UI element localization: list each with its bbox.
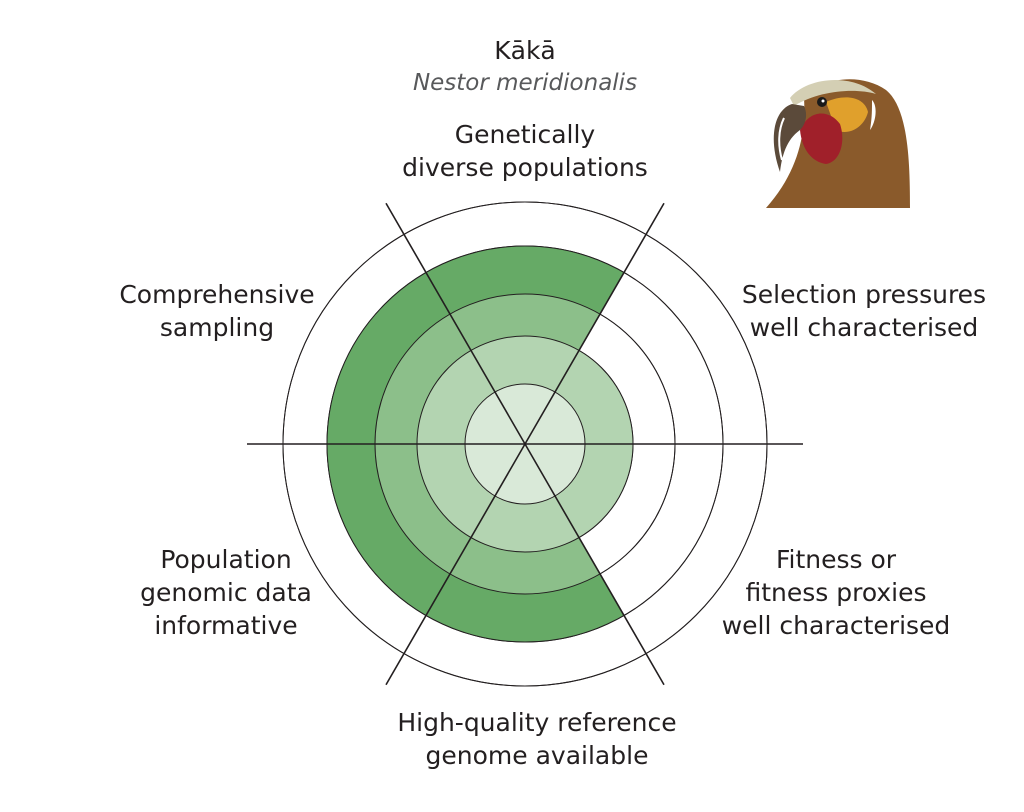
- axis-label-line: Comprehensive: [119, 280, 315, 309]
- axis-label-line: genome available: [425, 741, 649, 770]
- axis-label-line: High-quality reference: [397, 708, 677, 737]
- axis-label-line: well characterised: [721, 611, 951, 640]
- kaka-parrot-head-icon: [766, 79, 910, 208]
- axis-label-population-genomic-data: Population genomic data informative: [140, 543, 312, 642]
- bird-beak-highlight: [778, 117, 785, 161]
- axis-label-line: Fitness or: [775, 545, 897, 574]
- axis-label-selection-pressures: Selection pressures well characterised: [742, 278, 986, 344]
- bird-ear-mark: [870, 100, 876, 130]
- bird-eye-shine: [821, 99, 825, 103]
- axis-label-genetically-diverse-populations: Genetically diverse populations: [402, 118, 648, 184]
- axis-label-line: sampling: [159, 313, 275, 342]
- axis-label-line: fitness proxies: [745, 578, 927, 607]
- bird-crown: [790, 80, 876, 106]
- axis-label-line: informative: [154, 611, 298, 640]
- axis-label-fitness-proxies: Fitness or fitness proxies well characte…: [722, 543, 951, 642]
- axis-label-comprehensive-sampling: Comprehensive sampling: [119, 278, 314, 344]
- axis-label-line: genomic data: [140, 578, 312, 607]
- axis-label-line: well characterised: [749, 313, 979, 342]
- species-common-name: Kākā: [494, 36, 556, 65]
- axis-label-reference-genome: High-quality reference genome available: [397, 706, 676, 772]
- sector-axis-0-level-1: [495, 383, 555, 444]
- axis-label-line: diverse populations: [402, 153, 648, 182]
- sector-axis-3-level-1: [495, 444, 555, 504]
- bird-throat: [800, 113, 843, 164]
- axis-label-line: Population: [160, 545, 292, 574]
- axis-label-line: Genetically: [454, 120, 596, 149]
- axis-label-line: Selection pressures: [741, 280, 987, 309]
- species-scientific-name: Nestor meridionalis: [412, 70, 638, 96]
